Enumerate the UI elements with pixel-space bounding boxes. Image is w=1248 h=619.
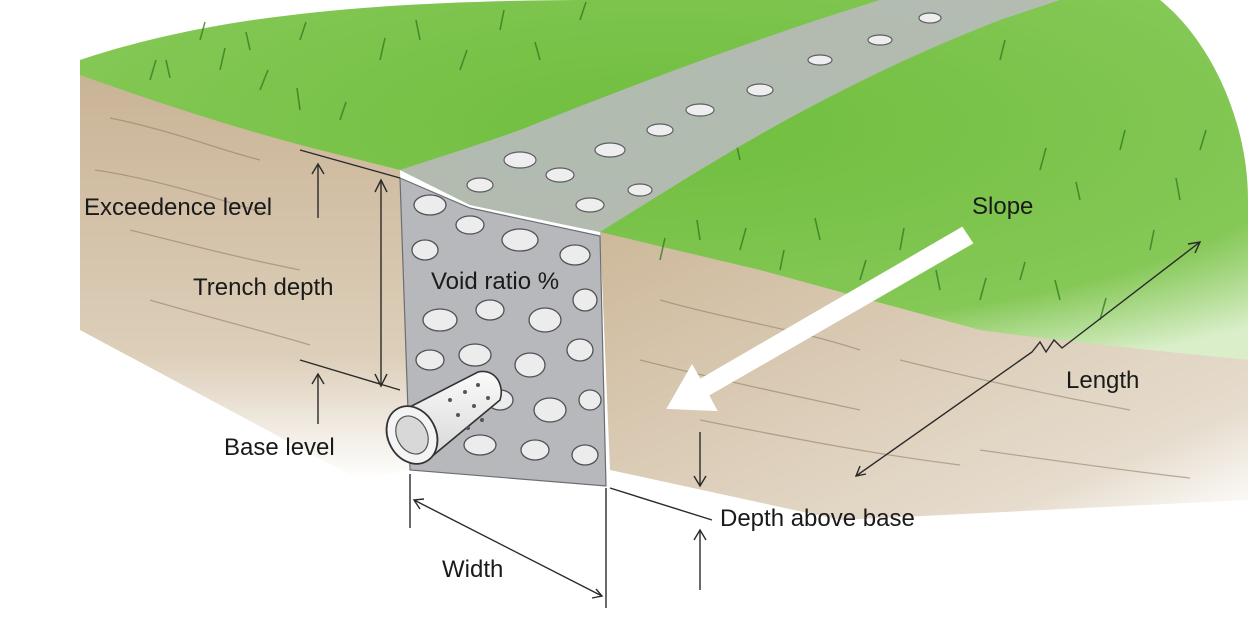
dimension-lines [299,149,1202,608]
void-ratio-label: Void ratio % [431,268,560,295]
slope-label: Slope [972,193,1034,220]
slope-arrow [666,226,974,412]
trench-depth-label: Trench depth [193,274,334,301]
exceedence-level-label: Exceedence level [84,194,273,221]
base-level-label: Base level [224,434,335,461]
soil-left-face [80,70,410,480]
soil-right-face [600,230,1248,520]
soil-strata [94,117,1191,479]
length-label: Length [1066,367,1140,394]
trench-stones [411,194,602,466]
perforated-pipe [385,370,502,465]
depth-above-base-label: Depth above base [720,505,915,532]
width-label: Width [442,556,504,583]
surface-stones [466,12,942,213]
